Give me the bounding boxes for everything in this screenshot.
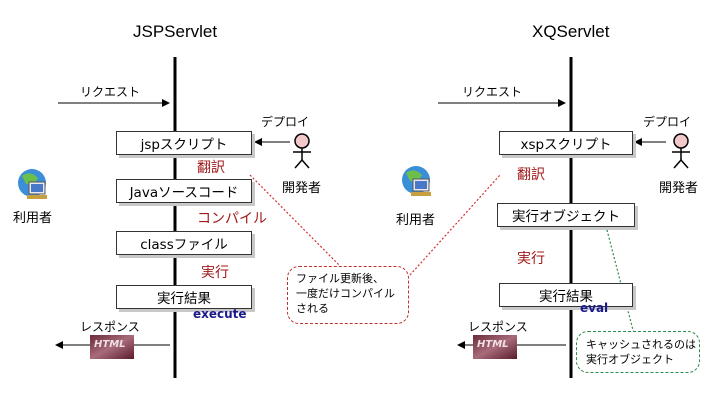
left-execute-step-label: 実行 — [201, 265, 229, 281]
jsp-servlet-title: JSPServlet — [133, 22, 218, 41]
left-developer-label: 開発者 — [282, 181, 322, 196]
compile-once-line-3: される — [296, 302, 329, 315]
developer-left-icon — [293, 133, 311, 169]
right-request-label: リクエスト — [462, 85, 523, 99]
cache-line-1: キャッシュされるのは — [586, 338, 696, 351]
left-result-box: 実行結果 — [116, 285, 252, 309]
right-response-label: レスポンス — [468, 320, 528, 334]
html-left-label: HTML — [94, 339, 126, 350]
cache-line-2: 実行オブジェクト — [586, 353, 674, 366]
java-source-box: Javaソースコード — [116, 179, 252, 203]
right-user-label: 利用者 — [396, 213, 436, 228]
note-pointer-left — [249, 174, 341, 267]
compile-once-line-1: ファイル更新後、 — [296, 272, 384, 285]
right-translate-label: 翻訳 — [517, 167, 545, 183]
note-pointer-right — [409, 174, 501, 276]
left-response-label: レスポンス — [80, 320, 140, 334]
left-translate-label: 翻訳 — [197, 160, 225, 176]
xq-servlet-title: XQServlet — [532, 22, 610, 41]
exec-object-box: 実行オブジェクト — [497, 203, 635, 227]
cache-note: キャッシュされるのは 実行オブジェクト — [576, 331, 700, 373]
class-file-box: classファイル — [116, 231, 252, 255]
html-right-icon — [473, 335, 517, 359]
developer-right-icon — [672, 133, 690, 169]
right-deploy-label: デプロイ — [643, 115, 692, 129]
compile-once-line-2: 一度だけコンパイル — [296, 287, 395, 300]
left-user-label: 利用者 — [13, 211, 53, 226]
html-left-icon — [90, 335, 134, 359]
left-execute-label: execute — [193, 307, 247, 321]
user-right-icon — [402, 166, 431, 196]
right-eval-label: eval — [580, 301, 609, 315]
right-developer-label: 開発者 — [659, 181, 699, 196]
html-right-label: HTML — [477, 339, 509, 350]
left-compile-label: コンパイル — [197, 211, 267, 227]
jsp-script-box: jspスクリプト — [116, 131, 252, 155]
left-deploy-label: デプロイ — [261, 115, 310, 129]
compile-once-note: ファイル更新後、 一度だけコンパイル される — [287, 266, 409, 324]
user-left-icon — [18, 169, 47, 199]
cache-pointer — [606, 229, 635, 335]
xsp-script-box: xspスクリプト — [499, 131, 633, 155]
right-result-box: 実行結果 — [499, 283, 633, 307]
left-request-label: リクエスト — [80, 85, 141, 99]
right-execute-step-label: 実行 — [517, 251, 545, 267]
